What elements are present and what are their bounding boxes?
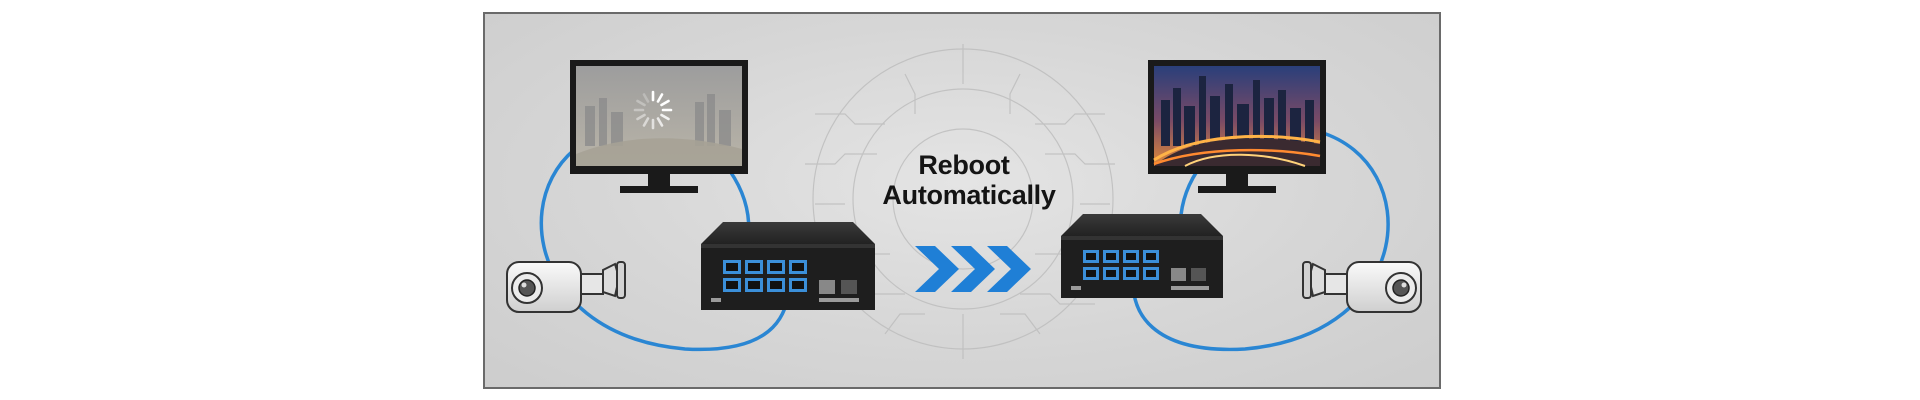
diagram-scene [506, 44, 1422, 359]
poe-switch-icon [1061, 214, 1223, 298]
monitor-loading-icon [570, 60, 748, 193]
poe-switch-icon [701, 222, 875, 310]
diagram-panel: Reboot Automatically [483, 12, 1441, 389]
loading-spinner-icon [633, 90, 673, 130]
circuit-pattern [805, 44, 1115, 359]
security-camera-icon [506, 261, 626, 313]
left-cable-loop [539, 130, 791, 352]
triple-chevron-right-icon [915, 246, 1031, 292]
monitor-city-icon [1148, 60, 1326, 193]
security-camera-icon [1302, 261, 1422, 313]
right-cable-loop [1131, 130, 1390, 352]
